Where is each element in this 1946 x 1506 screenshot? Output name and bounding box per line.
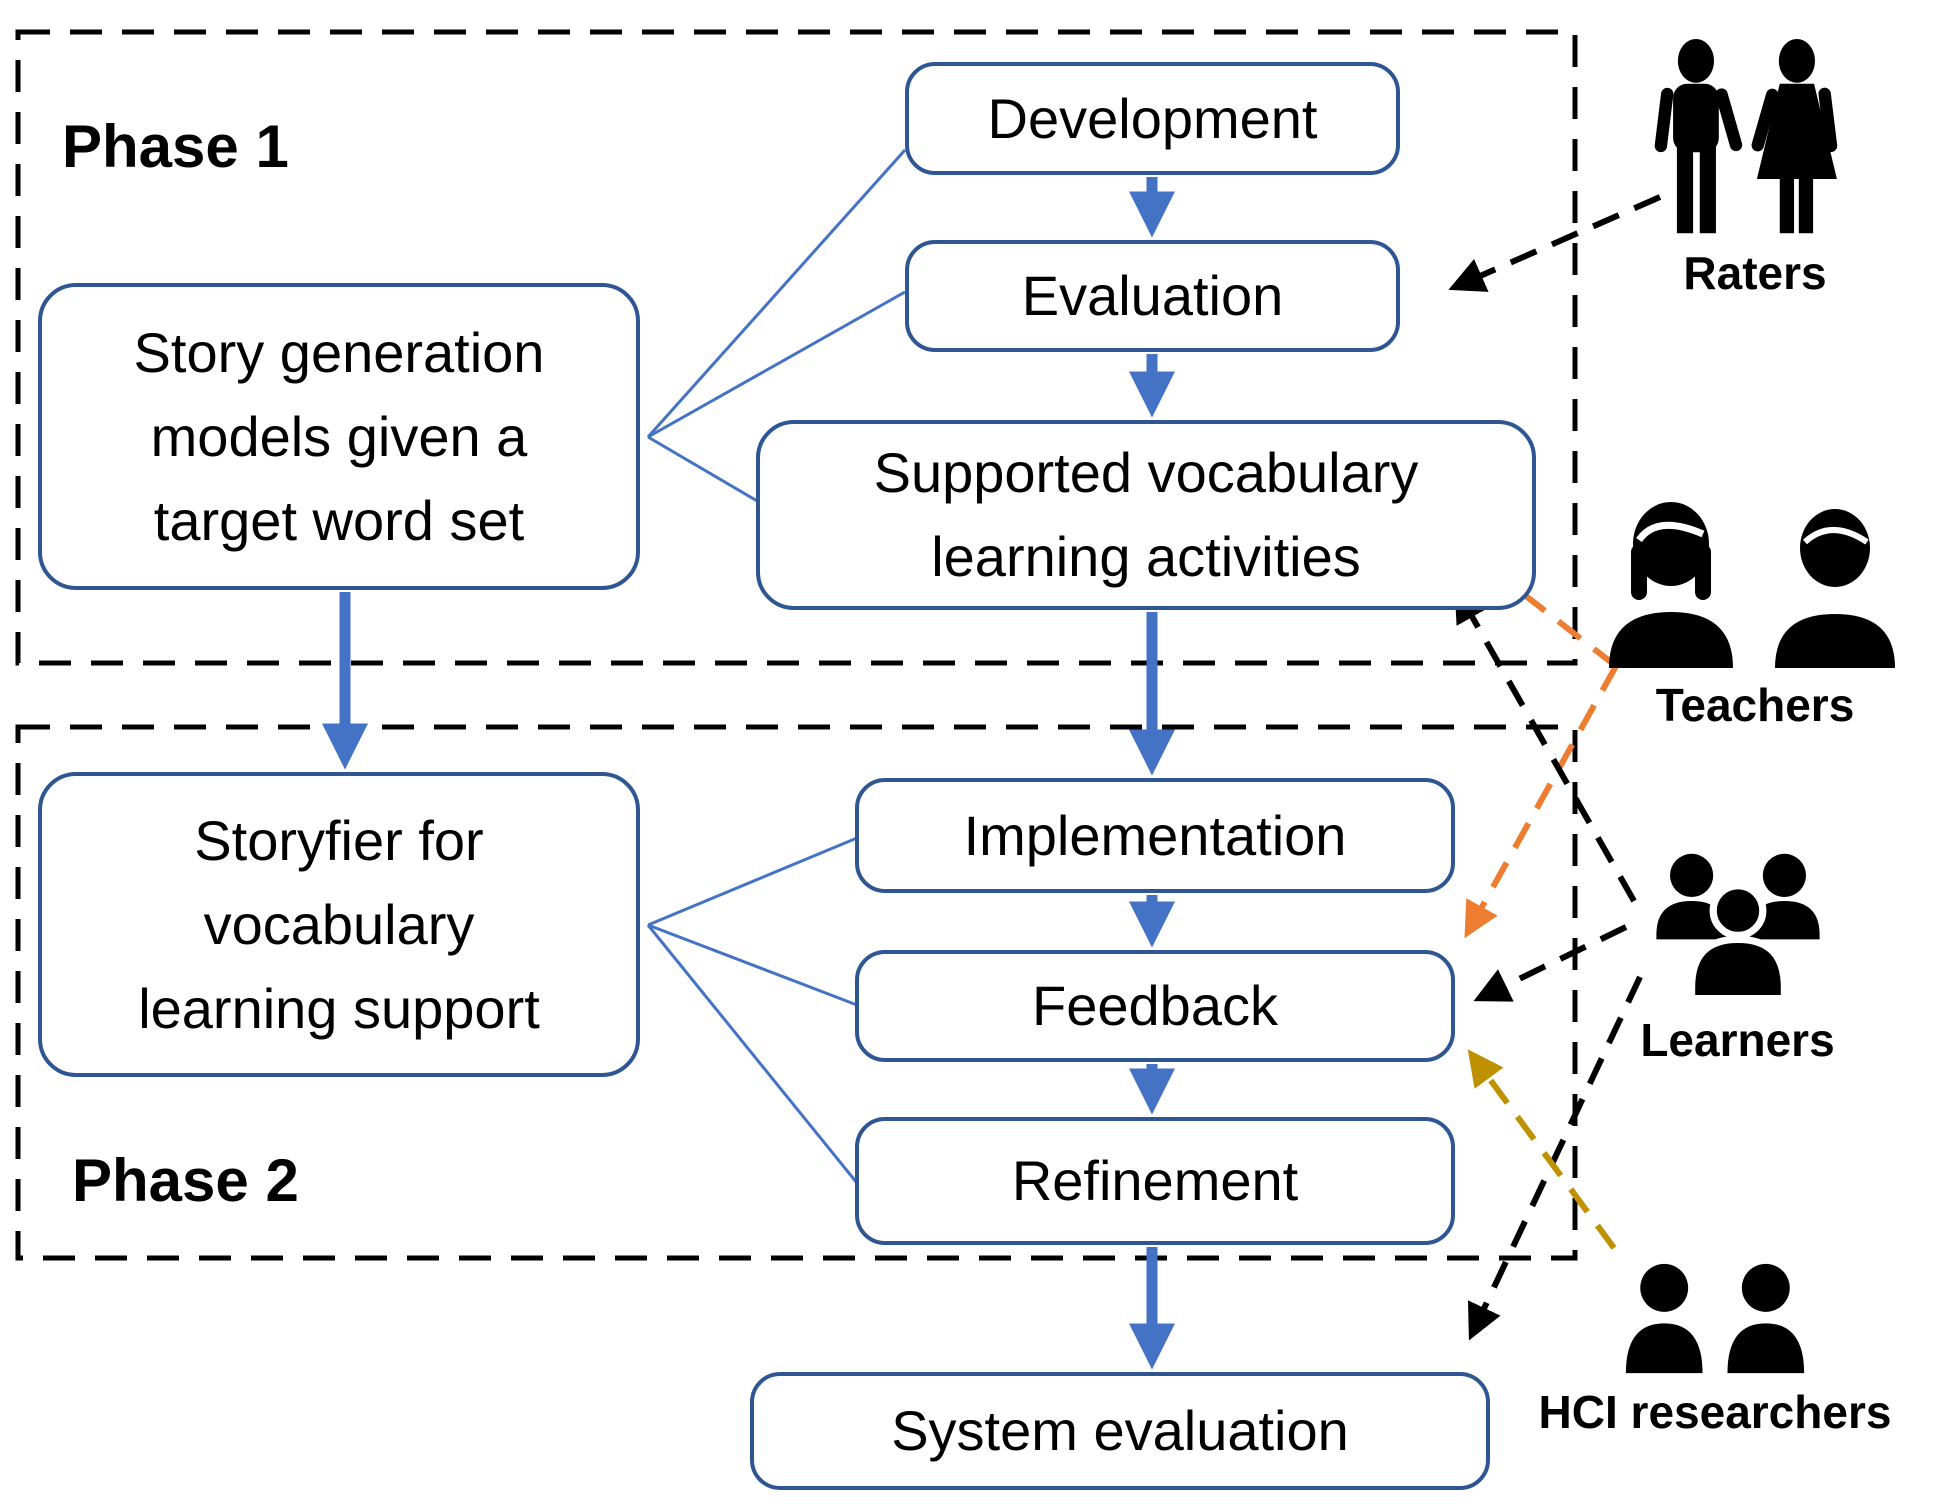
box-supported-activities: Supported vocabulary learning activities [756,420,1536,610]
arrow-raters-to-evaluation [1448,194,1662,292]
two-busts-icon [1609,502,1895,668]
box-story-generation-line1: Story generation [133,320,545,384]
learners-label: Learners [1640,1014,1835,1066]
box-storyfier: Storyfier for vocabulary learning suppor… [38,772,640,1077]
raters-label: Raters [1683,247,1827,299]
box-supported-activities-line1: Supported vocabulary [873,441,1419,504]
fan-lines-storyfier [646,836,859,1184]
box-story-generation-line3: target word set [153,488,525,552]
two-busts-icon [1625,1263,1805,1374]
box-evaluation-label: Evaluation [1021,264,1284,327]
box-story-generation-line2: models given a [150,404,528,468]
actor-raters: Raters [1630,38,1880,300]
phase2-label: Phase 2 [72,1147,299,1214]
box-development: Development [905,62,1400,175]
box-feedback: Feedback [855,950,1455,1062]
phase1-boundary [15,29,1578,666]
box-system-evaluation: System evaluation [750,1372,1490,1490]
hci-researchers-label: HCI researchers [1538,1386,1892,1438]
arrow-learners-to-supported [1454,585,1637,903]
arrow-teachers-to-feedback [1464,664,1619,939]
box-system-evaluation-label: System evaluation [891,1399,1349,1462]
actor-teachers: Teachers [1590,500,1920,732]
arrow-learners-to-systemeval [1467,975,1643,1341]
actor-learners: Learners [1615,845,1860,1067]
three-people-group-icon [1655,853,1820,1003]
box-storyfier-line1: Storyfier for [194,808,484,872]
actor-hci-researchers: HCI researchers [1505,1262,1925,1439]
stakeholder-arrows [1448,194,1662,1341]
fan-lines-story-generation [646,148,907,507]
box-story-generation: Story generation models given a target w… [38,283,640,590]
man-woman-couple-icon [1654,38,1838,234]
box-supported-activities-line2: learning activities [931,525,1361,588]
box-implementation-label: Implementation [963,803,1347,867]
phase1-label: Phase 1 [62,113,289,180]
box-storyfier-line2: vocabulary [203,892,475,956]
box-storyfier-line3: learning support [138,976,540,1040]
box-refinement: Refinement [855,1117,1455,1245]
box-development-label: Development [987,86,1318,150]
box-feedback-label: Feedback [1032,974,1278,1037]
phase2-boundary [15,724,1578,1261]
arrow-learners-to-feedback [1473,924,1628,1002]
teachers-label: Teachers [1655,679,1855,731]
flow-arrows [321,177,1176,1370]
box-evaluation: Evaluation [905,240,1400,352]
arrow-hci-to-feedback [1467,1049,1617,1250]
arrow-teachers-to-supported [1489,567,1618,669]
box-implementation: Implementation [855,778,1455,893]
box-refinement-label: Refinement [1011,1149,1299,1212]
